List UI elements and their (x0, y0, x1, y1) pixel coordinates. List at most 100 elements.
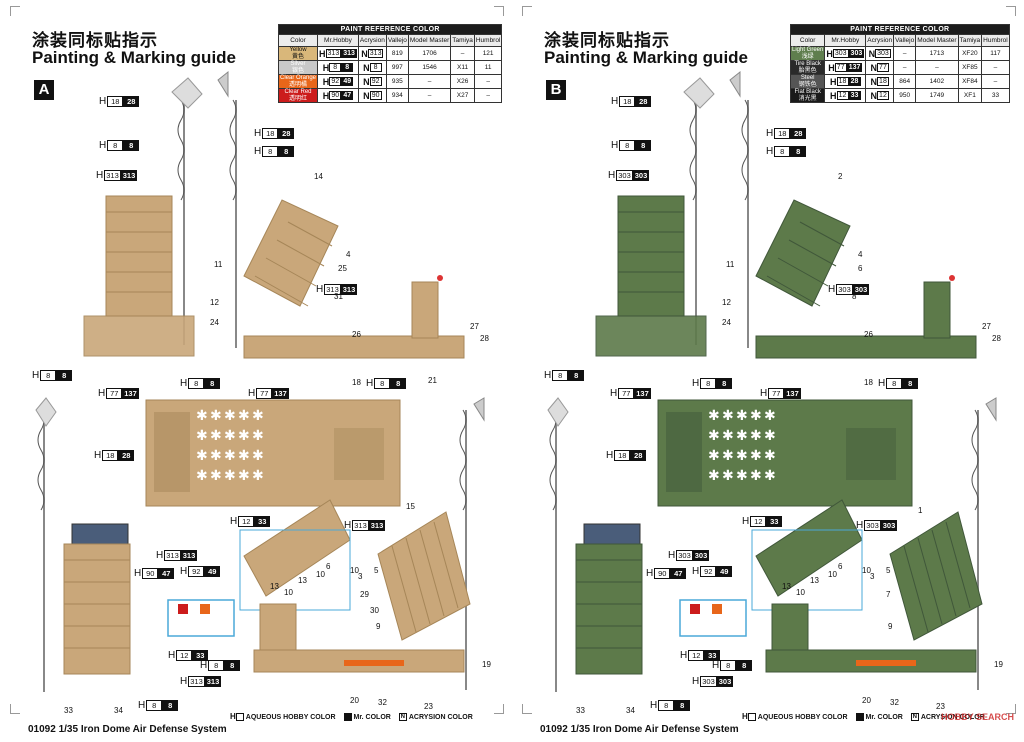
scheme-letter: B (546, 80, 566, 100)
missile-cap: ✱ (736, 408, 748, 424)
antenna-cable (549, 409, 557, 511)
missile-cap: ✱ (736, 428, 748, 444)
part-number: 25 (338, 264, 347, 273)
trailer-cabinet (411, 281, 439, 339)
crop-mark (522, 704, 532, 714)
vallejo-value: 934 (385, 88, 409, 103)
launcher-rib (276, 239, 325, 267)
launcher-rear (63, 543, 131, 675)
missile-cap: ✱ (210, 428, 222, 444)
part-number: 26 (352, 330, 361, 339)
missile-cap: ✱ (708, 408, 720, 424)
launcher-base (595, 315, 707, 357)
part-number: 34 (114, 706, 123, 715)
part-number: 4 (858, 250, 863, 259)
crop-mark (10, 704, 20, 714)
part-number: 21 (428, 376, 437, 385)
part-number: 10 (316, 570, 325, 579)
missile-cap: ✱ (238, 428, 250, 444)
watermark: HOBBY SEARCH (941, 712, 1014, 722)
crop-mark (522, 6, 532, 16)
antenna-dish (547, 397, 569, 427)
warning-light (437, 275, 443, 281)
part-number: 8 (852, 292, 857, 301)
column-header: Model Master (407, 34, 452, 47)
antenna-cable (459, 409, 467, 511)
launcher-rib (433, 521, 459, 609)
trailer-cabinet (923, 281, 951, 339)
missile-cap: ✱ (252, 408, 264, 424)
title-chinese: 涂装同标贴指示 (544, 31, 670, 51)
part-number: 20 (862, 696, 871, 705)
mm-value: – (407, 88, 452, 103)
launcher-raised (377, 511, 471, 641)
part-number: 18 (864, 378, 873, 387)
launcher-rib (391, 545, 417, 633)
crop-mark (1006, 704, 1016, 714)
antenna-dish (729, 70, 741, 98)
launcher-rib (405, 537, 431, 625)
missile-cap: ✱ (224, 408, 236, 424)
missile-cap: ✱ (708, 468, 720, 484)
clear-red-light (178, 604, 188, 614)
launcher-raised (889, 511, 983, 641)
part-number: 11 (214, 260, 223, 269)
title-english: Painting & Marking guide (32, 48, 237, 67)
part-number: 32 (890, 698, 899, 707)
part-number: 10 (828, 570, 837, 579)
trailer-box (846, 428, 896, 480)
column-header: Mr.Hobby (824, 34, 867, 47)
title-chinese: 涂装同标贴指示 (32, 31, 158, 51)
launcher-rib (799, 221, 845, 247)
missile-cap: ✱ (708, 428, 720, 444)
missile-cap: ✱ (196, 448, 208, 464)
part-number: 9 (888, 622, 893, 631)
missile-cap: ✱ (210, 448, 222, 464)
part-number: 1 (918, 506, 923, 515)
scheme-letter: A (34, 80, 54, 100)
launcher-rib (945, 521, 971, 609)
missile-cap: ✱ (224, 448, 236, 464)
launcher-rib (903, 545, 929, 633)
humbrol-value: – (473, 88, 503, 103)
part-number: 7 (886, 590, 891, 599)
part-number: 32 (378, 698, 387, 707)
launcher-side (243, 199, 339, 307)
antenna-dish (985, 397, 997, 422)
humbrol-value: 33 (981, 88, 1010, 103)
launcher-detail (755, 499, 863, 597)
part-number: 13 (782, 582, 791, 591)
missile-cap: ✱ (196, 468, 208, 484)
part-number: 27 (470, 322, 479, 331)
